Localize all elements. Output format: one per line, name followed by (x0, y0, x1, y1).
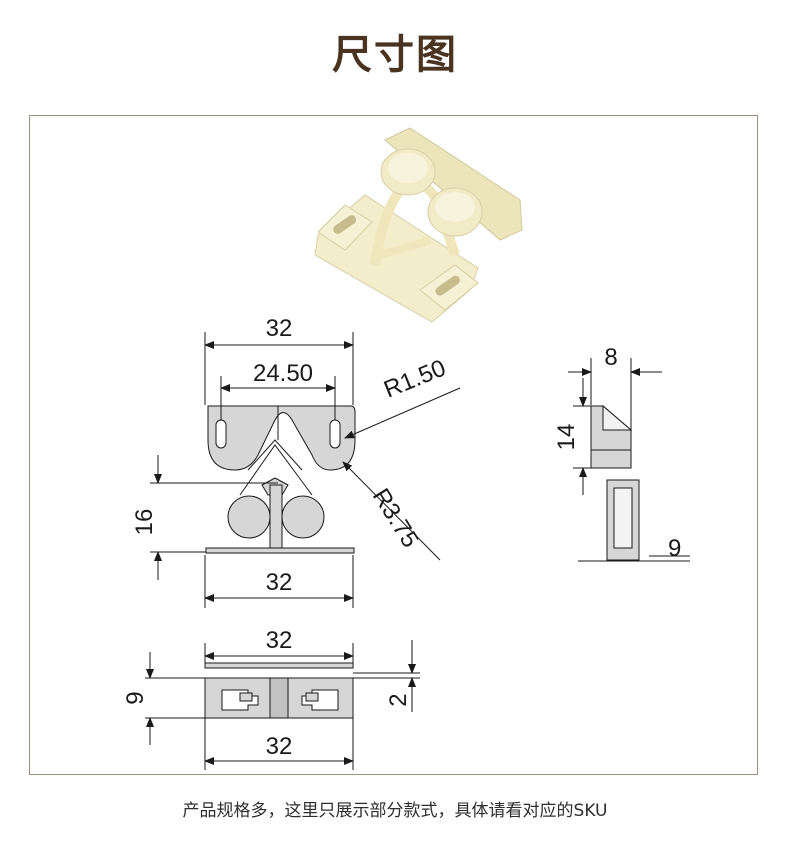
bottom-thickness-label: 2 (385, 693, 412, 706)
front-view-dimensions (150, 332, 461, 608)
bottom-view (204, 662, 354, 719)
side-base-label: 9 (668, 535, 681, 562)
side-view (590, 404, 640, 561)
diagram-frame (29, 115, 758, 775)
caption-text: 产品规格多，这里只展示部分款式，具体请看对应的SKU (182, 801, 608, 821)
bottom-width-bottom-label: 32 (266, 733, 293, 760)
front-width-top-label: 32 (266, 315, 293, 342)
product-photo (314, 127, 523, 323)
bottom-height-label: 9 (122, 691, 149, 704)
front-width-bottom-label: 32 (266, 569, 293, 596)
side-depth-label: 8 (604, 344, 617, 371)
front-height-label: 16 (131, 509, 158, 536)
front-radius-small-label: R1.50 (380, 355, 449, 404)
side-view-dimensions (568, 358, 690, 562)
front-radius-large-label: R3.75 (367, 484, 424, 553)
page-title: 尺寸图 (332, 31, 458, 78)
side-height-label: 14 (553, 424, 580, 451)
front-hole-spacing-label: 24.50 (253, 360, 313, 387)
bottom-view-dimensions (145, 640, 420, 770)
bottom-width-top-label: 32 (266, 627, 293, 654)
front-view (205, 405, 356, 554)
